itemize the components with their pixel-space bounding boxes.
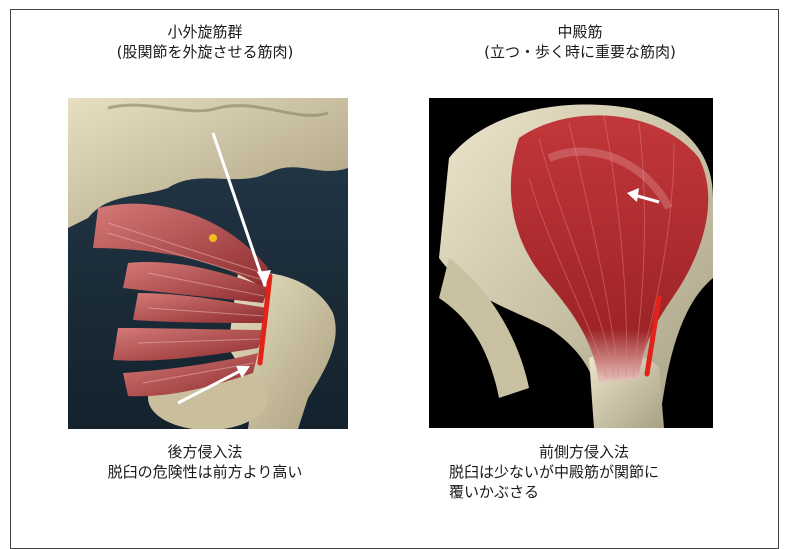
- left-title-line1: 小外旋筋群: [40, 22, 370, 42]
- gluteus-medius-illustration: [429, 98, 713, 428]
- right-description: 前側方侵入法 脱臼は少ないが中殿筋が関節に 覆いかぶさる: [449, 442, 739, 502]
- right-desc-line3: 覆いかぶさる: [449, 482, 739, 502]
- right-title-line1: 中殿筋: [420, 22, 740, 42]
- right-title: 中殿筋 (立つ・歩く時に重要な筋肉): [420, 22, 740, 62]
- right-title-line2: (立つ・歩く時に重要な筋肉): [420, 42, 740, 62]
- external-rotators-illustration: [68, 98, 348, 429]
- left-description: 後方侵入法 脱臼の危険性は前方より高い: [40, 442, 370, 482]
- left-desc-line2: 脱臼の危険性は前方より高い: [40, 462, 370, 482]
- right-desc-line2: 脱臼は少ないが中殿筋が関節に: [449, 462, 739, 482]
- right-desc-line1: 前側方侵入法: [449, 442, 739, 462]
- left-title: 小外旋筋群 (股関節を外旋させる筋肉): [40, 22, 370, 62]
- left-title-line2: (股関節を外旋させる筋肉): [40, 42, 370, 62]
- left-desc-line1: 後方侵入法: [40, 442, 370, 462]
